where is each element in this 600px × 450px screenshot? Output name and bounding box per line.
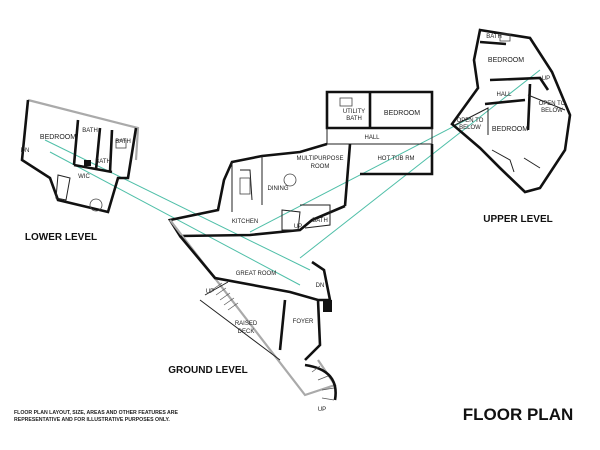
lower-level-wall xyxy=(20,99,138,214)
upper-bath-fixture xyxy=(499,33,511,42)
ground-main-outline xyxy=(167,142,346,238)
lower-bath-2-label: BATH xyxy=(115,139,131,145)
upper-open-left-line1: OPEN TO xyxy=(457,118,484,124)
multipurpose-room-label: ROOM xyxy=(311,164,330,170)
upper-level-plan: BATH BEDROOM UP HALL OPEN TO BELOW OPEN … xyxy=(450,28,572,225)
raised-label: RAISED xyxy=(235,321,258,327)
ground-stair-block xyxy=(323,300,332,312)
multipurpose-label: MULTIPURPOSE xyxy=(297,156,344,162)
upper-open-left-line2: BELOW xyxy=(459,125,481,131)
disclaimer-line-2: REPRESENTATIVE AND FOR ILLUSTRATIVE PURP… xyxy=(14,417,170,423)
stairs-up-label: UP xyxy=(318,407,326,413)
upper-open-right-line2: BELOW xyxy=(541,108,563,114)
upper-bath-label: BATH xyxy=(486,34,502,40)
ground-bath-label: BATH xyxy=(312,218,328,224)
exterior-stairs xyxy=(304,363,337,401)
ground-great-room-wall xyxy=(179,235,332,302)
utility-label: UTILITY xyxy=(343,109,365,115)
floor-plan-title: FLOOR PLAN xyxy=(463,405,574,424)
upper-open-to-below xyxy=(454,94,566,135)
ground-dn-label: DN xyxy=(316,283,325,289)
dining-label: DINING xyxy=(268,186,289,192)
deck-label: DECK xyxy=(238,329,255,335)
sight-line-upper-2 xyxy=(299,69,541,259)
lower-stair-block xyxy=(84,160,91,166)
upper-hall-label: HALL xyxy=(496,92,512,98)
ground-level-plan: UTILITY BATH BEDROOM HALL MULTIPURPOSE R… xyxy=(167,90,434,413)
lower-bedroom-label: BEDROOM xyxy=(40,134,76,141)
upper-bedroom-label: BEDROOM xyxy=(492,126,528,133)
lower-tub-fixture xyxy=(89,198,103,212)
sight-line-lower-1 xyxy=(44,139,311,271)
ground-bedroom-label: BEDROOM xyxy=(384,110,420,117)
lower-vanity xyxy=(115,139,127,149)
ground-hall-outline xyxy=(326,128,433,145)
deck-up-label: UP xyxy=(206,289,214,295)
upper-level-outer-wall xyxy=(450,28,572,194)
ground-kitchen-wall xyxy=(231,156,263,212)
ground-foyer-wall xyxy=(278,299,322,361)
dining-table xyxy=(283,173,297,187)
kitchen-label: KITCHEN xyxy=(232,219,258,225)
upper-open-right-line1: OPEN TO xyxy=(539,101,566,107)
kitchen-island xyxy=(239,177,251,195)
ground-kitchen-stairs xyxy=(281,209,301,231)
lower-level-plan: BEDROOM BATH BATH BATH WIC DN LOWER LEVE… xyxy=(20,98,140,243)
foyer-label: FOYER xyxy=(293,319,314,325)
lower-level-closet xyxy=(55,174,71,201)
disclaimer-line-1: FLOOR PLAN LAYOUT, SIZE, AREAS AND OTHER… xyxy=(14,410,179,416)
utility-bath-label: BATH xyxy=(346,116,362,122)
ground-deck-railing xyxy=(199,281,281,361)
upper-level-label: UPPER LEVEL xyxy=(483,214,552,225)
ground-level-label: GROUND LEVEL xyxy=(168,365,247,376)
utility-fixture xyxy=(339,97,353,107)
upper-bedroom-top-label: BEDROOM xyxy=(488,57,524,64)
great-room-label: GREAT ROOM xyxy=(236,271,276,277)
lower-wic-label: WIC xyxy=(78,174,90,180)
upper-bedroom-fixtures xyxy=(491,149,541,173)
upper-up-label: UP xyxy=(542,76,550,82)
upper-level-inner-wall xyxy=(479,40,550,131)
lower-level-outer-wall xyxy=(27,98,140,161)
ground-hall-label: HALL xyxy=(364,135,380,141)
kitchen-up-label: UP xyxy=(294,224,302,230)
lower-dn-label: DN xyxy=(21,148,30,154)
deck-stairs xyxy=(211,282,239,311)
lower-level-inner-wall xyxy=(72,119,114,174)
ground-bath-wall xyxy=(300,204,331,229)
lower-bath-1-label: BATH xyxy=(82,128,98,134)
ground-hot-tub-wall xyxy=(343,143,434,207)
hot-tub-label: HOT TUB RM xyxy=(377,156,414,162)
lower-bath-3-label: BATH xyxy=(95,159,111,165)
lower-level-label: LOWER LEVEL xyxy=(25,232,97,243)
